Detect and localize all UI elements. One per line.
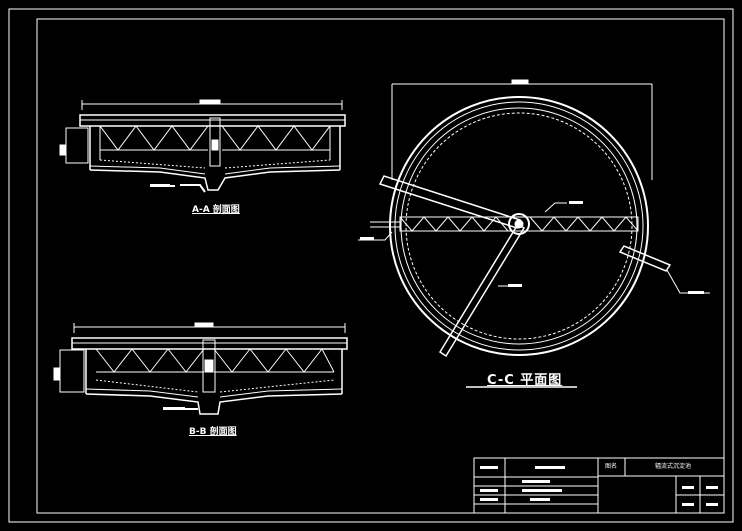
title-block-grid xyxy=(473,457,725,514)
caption-section-aa: A-A 剖面图 xyxy=(192,205,240,215)
section-bb-drawing xyxy=(53,322,348,415)
inner-frame xyxy=(36,18,725,514)
section-aa-drawing xyxy=(59,99,346,193)
outer-frame xyxy=(8,8,734,523)
caption-section-bb: B-B 剖面图 xyxy=(189,427,237,437)
title-block-drawing-name: 辐流式沉淀池 xyxy=(655,463,692,470)
dimension-plates xyxy=(150,184,704,410)
title-block-name-label: 图名 xyxy=(605,463,618,470)
caption-plan-cc: C-C 平面图 xyxy=(487,373,563,388)
plan-cc-drawing xyxy=(358,79,710,358)
title-block-plates xyxy=(480,466,718,506)
